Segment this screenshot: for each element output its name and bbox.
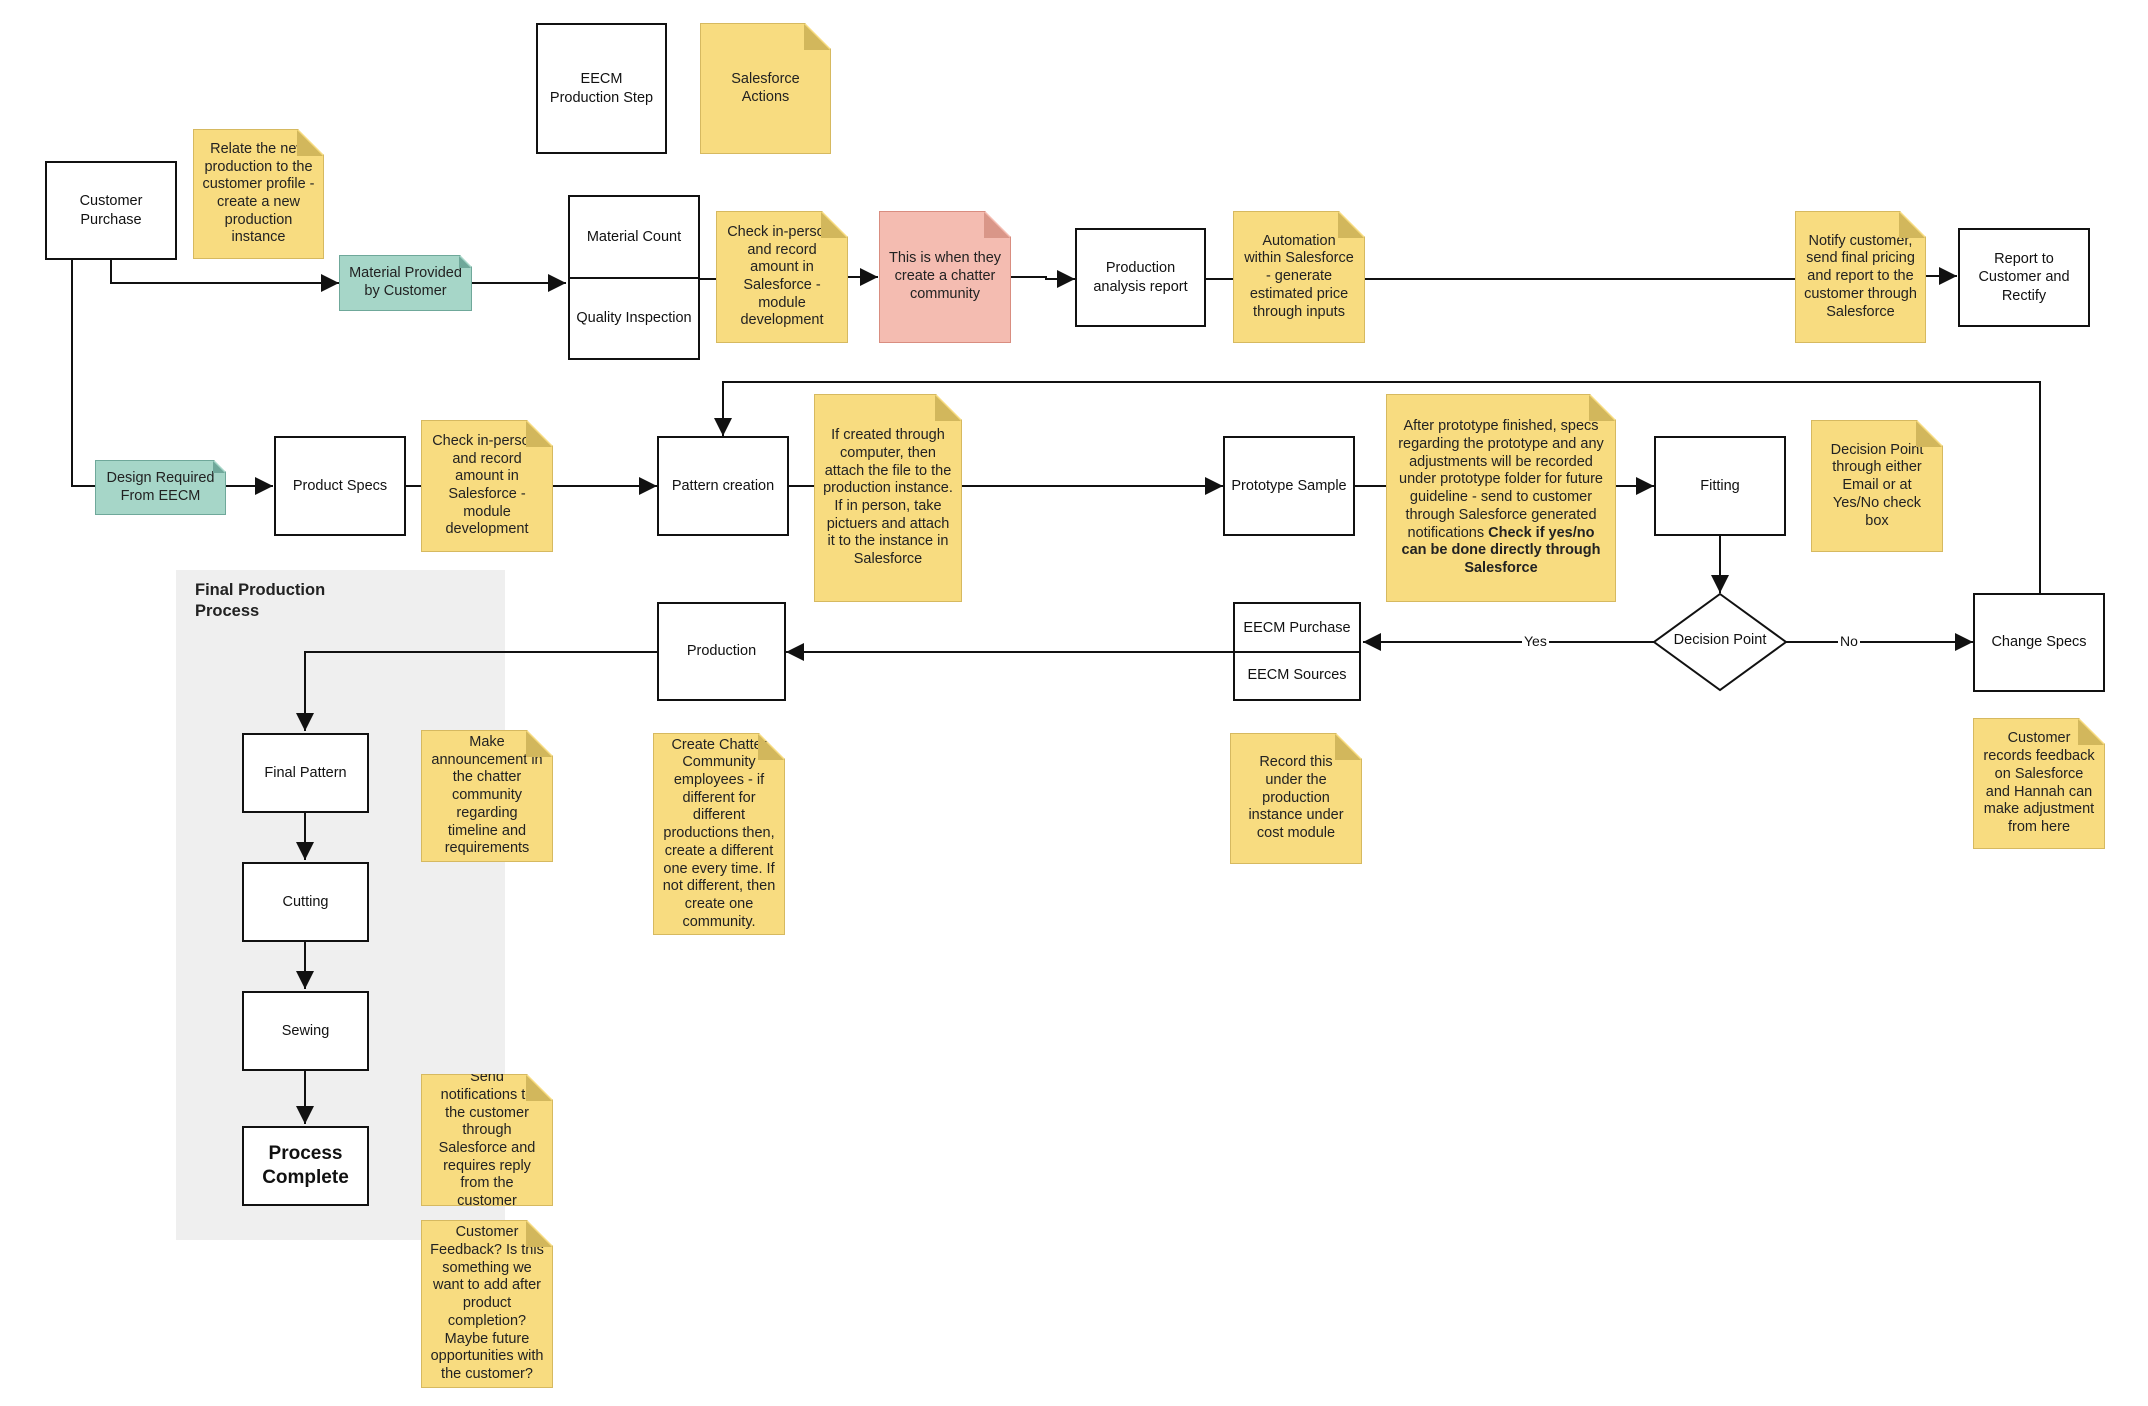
cutting-label: Cutting bbox=[282, 893, 329, 910]
automation-text: Automation within Salesforce - generate … bbox=[1244, 232, 1354, 320]
after-prototype-text: After prototype finished, specs regardin… bbox=[1398, 418, 1604, 541]
panel-title: Final Production Process bbox=[195, 581, 326, 621]
computer-file-note: If created through computer, then attach… bbox=[814, 394, 962, 602]
report-customer-label: Report to Customer and Rectify bbox=[1978, 251, 2070, 304]
computer-file-text: If created through computer, then attach… bbox=[823, 427, 953, 568]
decision-point-note-text: Decision Point through either Email or a… bbox=[1830, 441, 1924, 529]
report-customer-box[interactable]: Report to Customer and Rectify bbox=[1958, 228, 2090, 327]
material-provided-tag: Material Provided by Customer bbox=[339, 255, 472, 311]
design-required-label: Design Required From EECM bbox=[106, 469, 215, 504]
product-specs-label: Product Specs bbox=[292, 477, 388, 494]
process-complete-label: Process Complete bbox=[262, 1143, 349, 1188]
edge-purchase-material bbox=[110, 260, 339, 292]
make-announcement-text: Make announcement in the chatter communi… bbox=[431, 734, 543, 857]
product-specs-box[interactable]: Product Specs bbox=[274, 436, 406, 536]
notify-customer-note: Notify customer, send final pricing and … bbox=[1795, 211, 1926, 343]
legend-actions-note: Salesforce Actions bbox=[700, 23, 831, 154]
relate-production-note: Relate the new production to the custome… bbox=[193, 129, 324, 259]
prototype-sample-label: Prototype Sample bbox=[1231, 477, 1347, 494]
customer-feedback-text: Customer Feedback? Is this something we … bbox=[430, 1224, 544, 1382]
sewing-label: Sewing bbox=[281, 1022, 330, 1039]
pattern-creation-label: Pattern creation bbox=[671, 477, 775, 494]
legend-step-box: EECM Production Step bbox=[536, 23, 667, 154]
decision-point-note: Decision Point through either Email or a… bbox=[1811, 420, 1943, 552]
chatter-community-note: This is when they create a chatter commu… bbox=[879, 211, 1011, 343]
process-complete-box[interactable]: Process Complete bbox=[242, 1126, 369, 1206]
sewing-box[interactable]: Sewing bbox=[242, 991, 369, 1071]
change-specs-box[interactable]: Change Specs bbox=[1973, 593, 2105, 692]
check-record-note-1: Check in-person, and record amount in Sa… bbox=[716, 211, 848, 343]
create-chatter-note: Create Chatter Community employees - if … bbox=[653, 733, 785, 935]
after-prototype-content: After prototype finished, specs regardin… bbox=[1397, 418, 1605, 577]
legend-step-label: EECM Production Step bbox=[549, 71, 654, 106]
cutting-box[interactable]: Cutting bbox=[242, 862, 369, 942]
check-record-text-2: Check in-person, and record amount in Sa… bbox=[432, 432, 542, 538]
prototype-sample-box[interactable]: Prototype Sample bbox=[1223, 436, 1355, 536]
edge-purchase-design bbox=[71, 260, 96, 487]
after-prototype-bold-text: Check if yes/no can be done directly thr… bbox=[1401, 524, 1601, 576]
production-box[interactable]: Production bbox=[657, 602, 786, 701]
notify-customer-text: Notify customer, send final pricing and … bbox=[1804, 232, 1917, 320]
decision-diamond bbox=[1652, 592, 1788, 692]
eecm-box[interactable]: EECM Purchase EECM Sources bbox=[1233, 602, 1361, 701]
record-cost-text: Record this under the production instanc… bbox=[1248, 754, 1344, 842]
edge-production-final bbox=[296, 651, 657, 731]
check-record-text-1: Check in-person, and record amount in Sa… bbox=[727, 223, 837, 329]
quality-inspection-cell[interactable]: Quality Inspection bbox=[576, 309, 692, 326]
automation-note: Automation within Salesforce - generate … bbox=[1233, 211, 1365, 343]
fitting-box[interactable]: Fitting bbox=[1654, 436, 1786, 536]
decision-point-label[interactable]: Decision Point bbox=[1673, 632, 1767, 648]
create-chatter-text: Create Chatter Community employees - if … bbox=[662, 736, 776, 930]
design-required-tag: Design Required From EECM bbox=[95, 460, 226, 515]
record-cost-note: Record this under the production instanc… bbox=[1230, 733, 1362, 864]
customer-feedback-note: Customer Feedback? Is this something we … bbox=[421, 1220, 553, 1388]
final-pattern-label: Final Pattern bbox=[264, 764, 347, 781]
production-analysis-box[interactable]: Production analysis report bbox=[1075, 228, 1206, 327]
customer-purchase-label: Customer Purchase bbox=[79, 193, 143, 228]
change-specs-label: Change Specs bbox=[1991, 634, 2087, 651]
pattern-creation-box[interactable]: Pattern creation bbox=[657, 436, 789, 536]
edge-change-loop bbox=[714, 381, 2041, 593]
eecm-sources-cell[interactable]: EECM Sources bbox=[1247, 667, 1347, 683]
final-pattern-box[interactable]: Final Pattern bbox=[242, 733, 369, 813]
send-notifications-text: Send notifications to the customer throu… bbox=[438, 1069, 536, 1210]
customer-records-text: Customer records feedback on Salesforce … bbox=[1983, 730, 2095, 835]
fitting-label: Fitting bbox=[1700, 477, 1740, 494]
eecm-purchase-cell[interactable]: EECM Purchase bbox=[1235, 604, 1359, 653]
edge-chatter-analysis bbox=[1011, 270, 1075, 288]
material-count-cell[interactable]: Material Count bbox=[570, 197, 698, 279]
customer-records-note: Customer records feedback on Salesforce … bbox=[1973, 718, 2105, 849]
chatter-community-text: This is when they create a chatter commu… bbox=[888, 250, 1002, 302]
material-provided-label: Material Provided by Customer bbox=[349, 265, 462, 299]
yes-edge-label: Yes bbox=[1522, 633, 1549, 649]
send-notifications-note: Send notifications to the customer throu… bbox=[421, 1074, 553, 1206]
production-analysis-label: Production analysis report bbox=[1093, 260, 1188, 295]
check-record-note-2: Check in-person, and record amount in Sa… bbox=[421, 420, 553, 552]
material-quality-box[interactable]: Material Count Quality Inspection bbox=[568, 195, 700, 360]
legend-actions-label: Salesforce Actions bbox=[731, 70, 800, 105]
relate-production-text: Relate the new production to the custome… bbox=[202, 140, 315, 246]
no-edge-label: No bbox=[1838, 633, 1860, 649]
make-announcement-note: Make announcement in the chatter communi… bbox=[421, 730, 553, 862]
production-label: Production bbox=[686, 643, 757, 660]
after-prototype-note: After prototype finished, specs regardin… bbox=[1386, 394, 1616, 602]
customer-purchase-box[interactable]: Customer Purchase bbox=[45, 161, 177, 260]
